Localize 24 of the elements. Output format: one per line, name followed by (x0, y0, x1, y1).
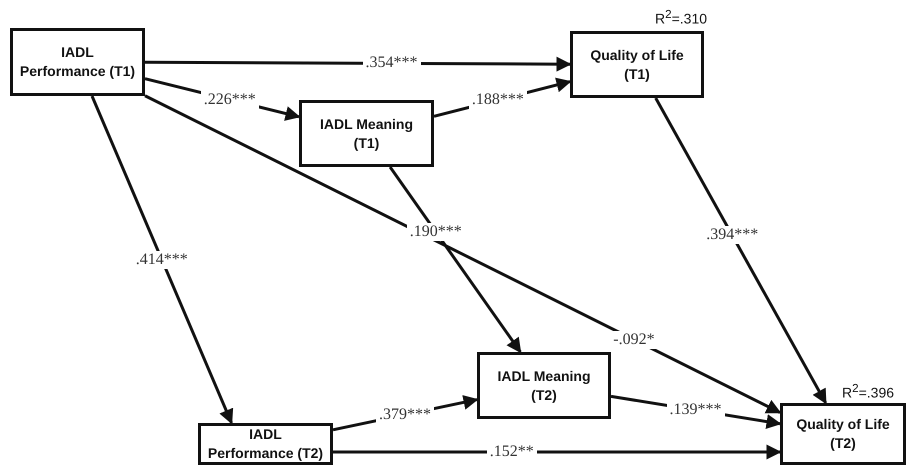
path-arrow (654, 97, 828, 404)
variable-box (780, 403, 906, 465)
variable-box (10, 28, 145, 96)
variable-name: Quality of Life (T1) (589, 46, 685, 84)
variable-box (570, 31, 704, 98)
path-arrow (144, 94, 782, 414)
variable-name: IADL Performance (T1) (19, 43, 136, 81)
variable-name: IADL Performance (T2) (207, 425, 324, 463)
path-coefficient: .379*** (376, 406, 434, 424)
variable-name: IADL Meaning (T1) (318, 114, 414, 152)
variable-box (299, 100, 434, 167)
variable-name: Quality of Life (T2) (795, 415, 891, 453)
path-arrow (90, 95, 234, 424)
path-arrow (388, 166, 522, 354)
path-coefficient: .188*** (468, 90, 527, 109)
r-squared-label: R$^{2}$=.310 (655, 8, 708, 27)
variable-box (198, 423, 333, 465)
r-squared-label: R$^{2}$=.396 (842, 382, 894, 401)
variable-box (477, 352, 611, 419)
path-arrow (333, 444, 782, 460)
path-coefficient: .226*** (200, 90, 259, 109)
path-coefficient: -.092* (610, 330, 658, 349)
path-coefficient: .139*** (666, 401, 724, 420)
variable-name: IADL Meaning (T2) (496, 366, 592, 404)
